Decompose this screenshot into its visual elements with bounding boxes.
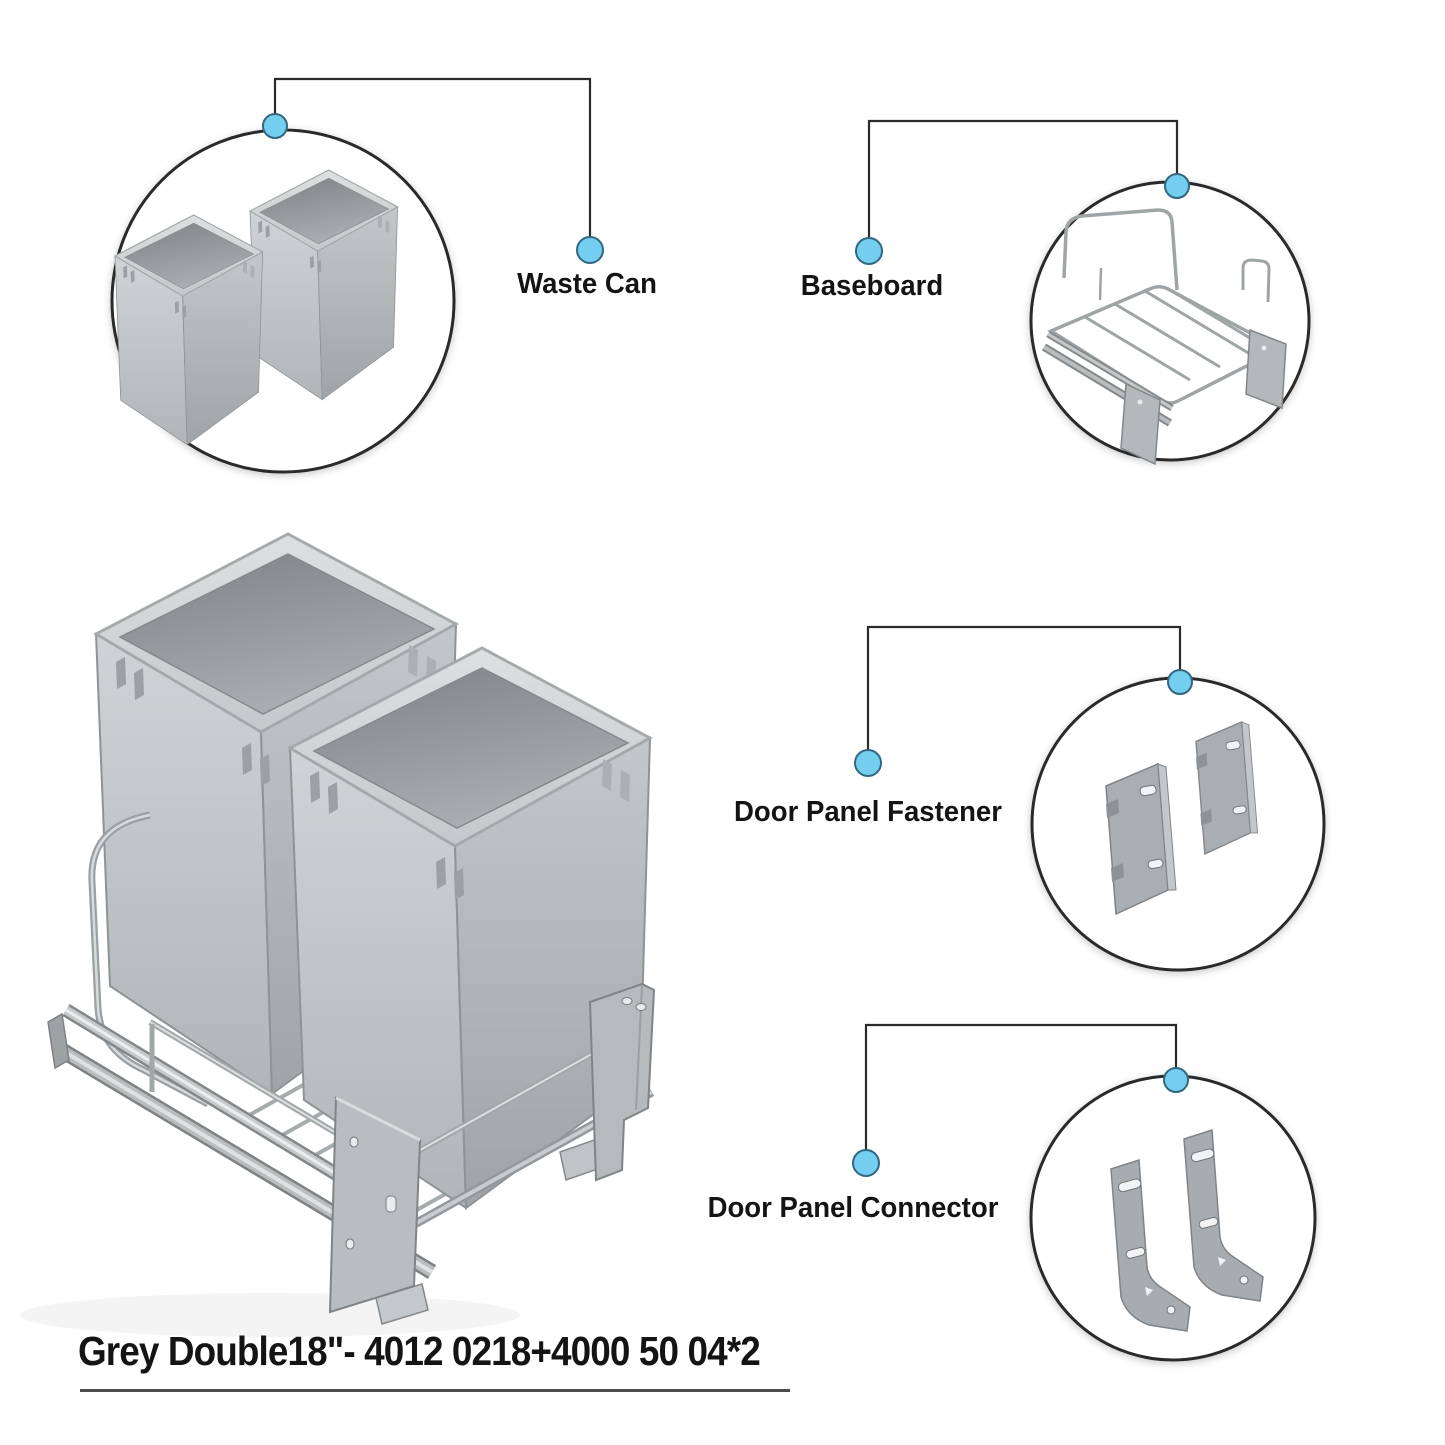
door-panel-fastener-circle-dot [1167, 669, 1193, 695]
baseboard-callout-line [867, 119, 1179, 246]
door-panel-fastener-label-dot [854, 749, 882, 777]
waste-can-label-dot [576, 236, 604, 264]
door-panel-fastener-callout-line [866, 625, 1182, 758]
right-mounting-bracket [559, 982, 656, 1182]
basket-handle-wire [88, 811, 210, 1108]
waste-can-label: Waste Can [517, 268, 657, 300]
caption-underline [80, 1389, 790, 1392]
callout-lines [273, 77, 1182, 1158]
door-panel-fastener-label: Door Panel Fastener [734, 796, 1002, 828]
baseboard-label: Baseboard [800, 270, 944, 302]
product-caption: Grey Double18"- 4012 0218+4000 50 04*2 [78, 1328, 761, 1374]
waste-can-callout-line [273, 77, 592, 246]
door-panel-fastener-circle [1030, 676, 1326, 972]
door-panel-connector-label: Door Panel Connector [707, 1192, 999, 1224]
door-panel-connector-label-dot [852, 1149, 880, 1177]
marker-dots [262, 113, 1193, 1177]
main-product-illustration [20, 532, 656, 1337]
door-panel-connector-callout-line [864, 1023, 1178, 1158]
waste-can-circle-dot [262, 113, 288, 139]
baseboard-label-dot [855, 237, 883, 265]
front-mounting-bracket [328, 1096, 429, 1325]
door-panel-connector-circle-dot [1163, 1067, 1189, 1093]
baseboard-illustration [1041, 208, 1287, 466]
baseboard-circle-dot [1164, 173, 1190, 199]
